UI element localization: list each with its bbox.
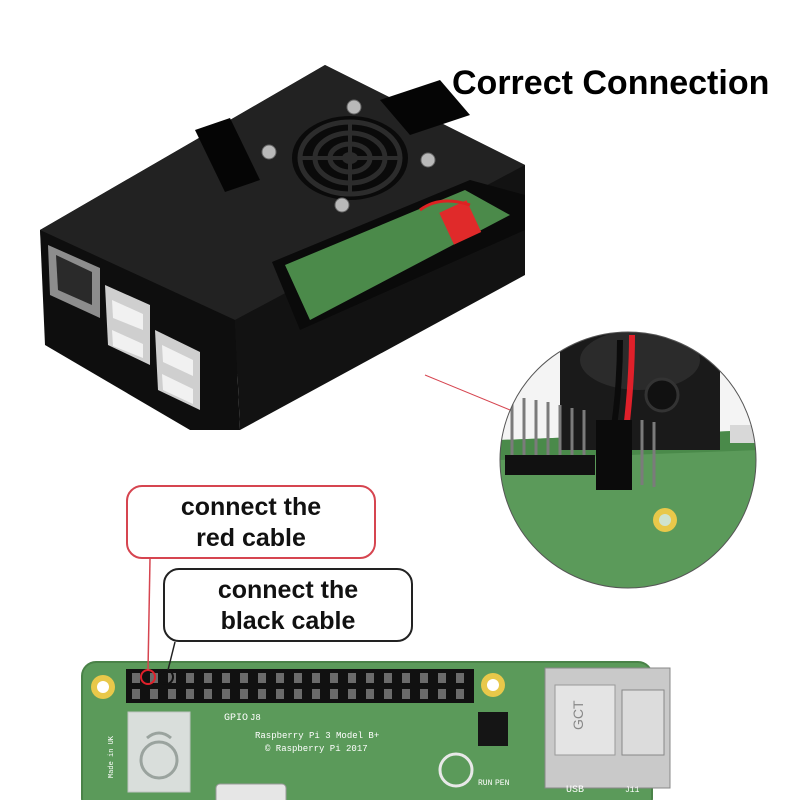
raspberry-silkscreen-logo: [438, 752, 474, 788]
gpio-label: GPIO: [224, 713, 248, 724]
j8-label: J8: [250, 713, 261, 723]
usb-label: USB: [566, 785, 584, 796]
zoom-detail-circle: [499, 331, 757, 589]
black-cable-callout: connect the black cable: [163, 568, 413, 642]
fan-grille: [292, 116, 408, 200]
black-case: [40, 65, 525, 430]
black-pin-marker: [158, 669, 174, 685]
page-title: Correct Connection: [452, 64, 770, 102]
pen-label: PEN: [495, 779, 510, 788]
black-callout-line1: connect the: [217, 576, 359, 604]
black-callout-line2: black cable: [220, 607, 356, 635]
copyright-label: © Raspberry Pi 2017: [265, 744, 368, 754]
run-label: RUN: [478, 779, 493, 788]
red-cable-callout: connect the red cable: [126, 485, 376, 559]
gct-label: GCT: [570, 700, 586, 730]
j11-label: J11: [625, 786, 640, 795]
model-label: Raspberry Pi 3 Model B+: [255, 731, 379, 741]
made-in-label: Made in UK: [108, 735, 116, 778]
raspberry-pi-board: GPIO J8 Raspberry Pi 3 Model B+ © Raspbe…: [81, 558, 671, 800]
pointer-line: [424, 374, 511, 411]
red-callout-line1: connect the: [180, 493, 322, 521]
red-callout-line2: red cable: [196, 524, 306, 552]
